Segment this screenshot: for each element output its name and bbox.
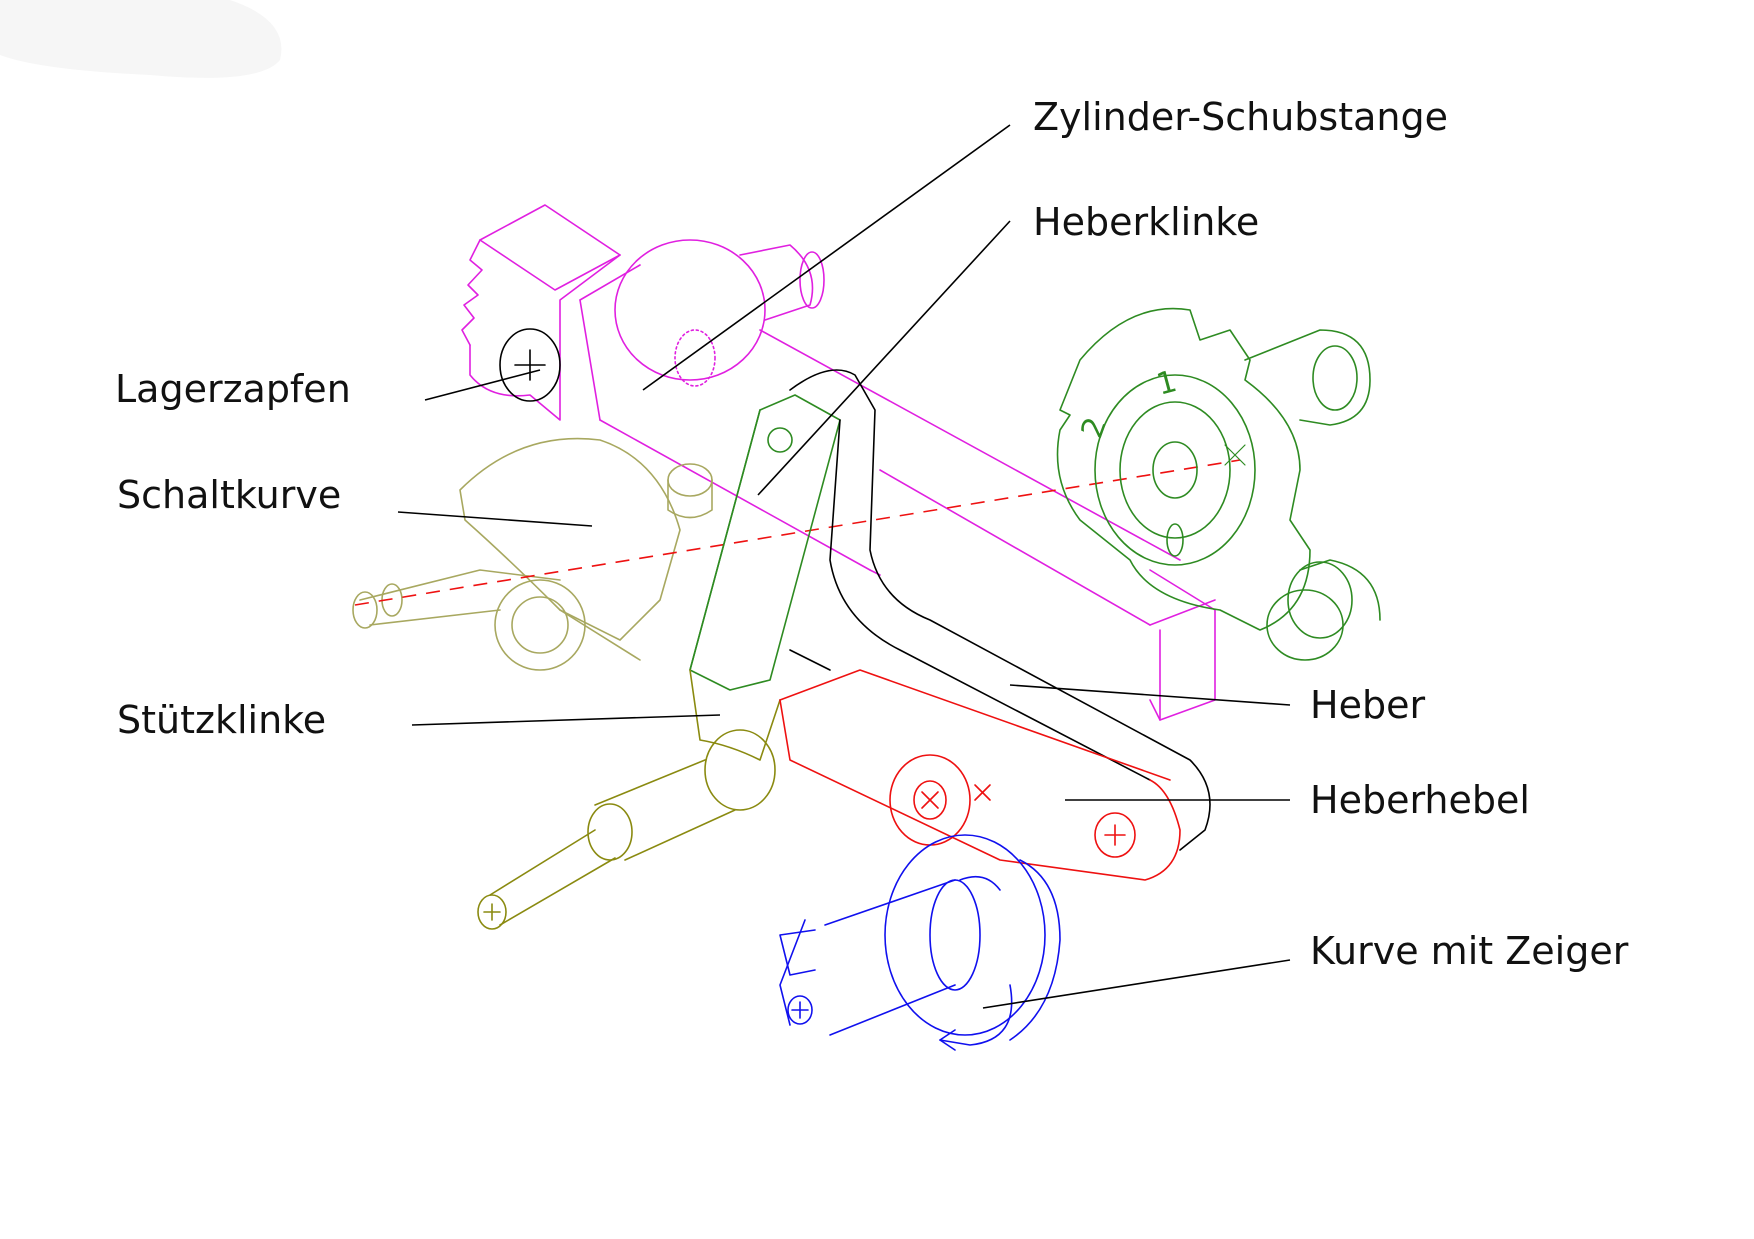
background-smudge <box>0 0 282 78</box>
stuetzklinke-part <box>477 669 781 930</box>
label-lagerzapfen: Lagerzapfen <box>115 367 351 411</box>
leader-lagerzapfen <box>424 369 541 401</box>
dial-mark-1: 1 <box>1153 364 1181 403</box>
label-heber: Heber <box>1310 683 1425 727</box>
leader-zylinder-schubstange <box>642 124 1011 391</box>
schaltkurve-part <box>352 437 713 671</box>
label-zylinder-schubstange: Zylinder-Schubstange <box>1033 95 1448 139</box>
zylinder-schubstange-part <box>461 204 1216 721</box>
leader-heberklinke <box>757 220 1011 496</box>
leader-stuetzklinke <box>411 714 721 726</box>
axis-line <box>354 459 1241 606</box>
lagerzapfen-part <box>499 328 561 402</box>
heber-part <box>789 369 1211 851</box>
leader-schaltkurve <box>397 511 593 527</box>
label-schaltkurve: Schaltkurve <box>117 473 341 517</box>
label-heberklinke: Heberklinke <box>1033 200 1259 244</box>
label-stuetzklinke: Stützklinke <box>117 698 326 742</box>
leader-heber <box>1009 684 1291 706</box>
leader-kurve-mit-zeiger <box>982 959 1291 1009</box>
kurve-mit-zeiger-part <box>779 834 1061 1051</box>
heberhebel-part <box>779 669 1181 881</box>
label-kurve-mit-zeiger: Kurve mit Zeiger <box>1310 929 1629 973</box>
heberklinke-part: 1 2 <box>689 307 1381 691</box>
label-heberhebel: Heberhebel <box>1310 778 1530 822</box>
leader-lines <box>397 124 1291 1009</box>
